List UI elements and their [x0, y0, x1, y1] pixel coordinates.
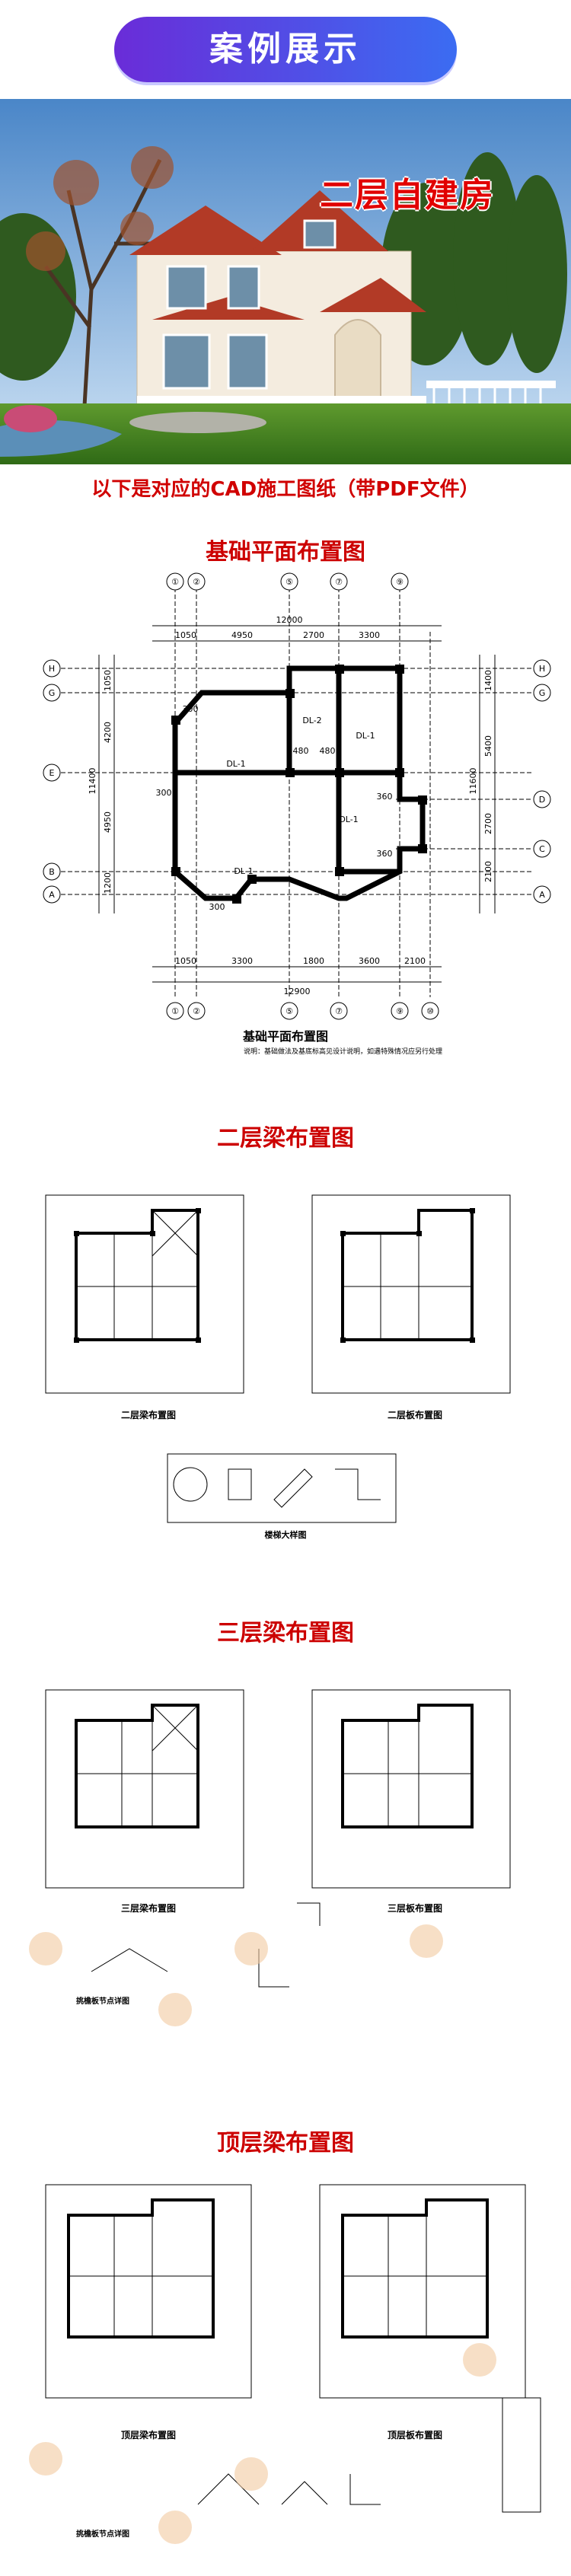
left-total-dimension: 11400 — [88, 768, 97, 795]
bottom-total-dimension: 12900 — [284, 987, 311, 996]
bottom-axis-label: ⑨ — [396, 1006, 404, 1016]
third-floor-drawing: 三层梁布置图 三层板布置图 挑檐板节点详图 — [0, 1659, 571, 2055]
right-dimension: 2100 — [483, 861, 493, 882]
third-floor-detail-title: 挑檐板节点详图 — [76, 1997, 129, 2006]
third-floor-beam-plan-title: 三层梁布置图 — [120, 1903, 176, 1914]
right-dimension: 5400 — [483, 735, 493, 757]
foundation-plan-drawing: ① ② ⑤ ⑦ ⑨ ① ② ⑤ ⑦ ⑨ ⑩ H G E B A H G D C — [0, 571, 571, 1073]
right-total-dimension: 11600 — [468, 768, 478, 795]
right-axis-label: A — [539, 890, 545, 900]
foundation-plan-svg: ① ② ⑤ ⑦ ⑨ ① ② ⑤ ⑦ ⑨ ⑩ H G E B A H G D C — [43, 572, 551, 1020]
bottom-axis-label: ⑦ — [335, 1006, 343, 1016]
wall-width-label: 480 — [320, 746, 336, 756]
beam-label: DL-1 — [356, 731, 375, 741]
left-dimension: 4950 — [103, 811, 113, 833]
top-total-dimension: 12000 — [276, 615, 303, 625]
top-dimension: 3300 — [359, 630, 380, 640]
bottom-axis-label: ⑤ — [286, 1006, 293, 1016]
third-floor-section-title: 三层梁布置图 — [217, 1620, 354, 1647]
case-showcase-banner: 案例展示 — [114, 17, 457, 82]
foundation-section-title: 基础平面布置图 — [206, 539, 365, 566]
right-axis-label: G — [539, 688, 546, 698]
top-axis-label: ⑦ — [335, 577, 343, 587]
right-dimension: 1400 — [483, 670, 493, 691]
second-floor-slab-plan-title: 二层板布置图 — [387, 1410, 442, 1420]
left-dimension: 4200 — [103, 722, 113, 743]
top-axis-label: ⑨ — [396, 577, 404, 587]
top-axis-label: ⑤ — [286, 577, 293, 587]
top-dimension: 4950 — [231, 630, 253, 640]
roof-beam-plan-title: 顶层梁布置图 — [120, 2430, 176, 2441]
bottom-dimension: 3600 — [359, 956, 380, 966]
left-axis-label: E — [49, 768, 55, 778]
foundation-drawing-title: 基础平面布置图 — [242, 1029, 328, 1044]
wall-width-label: 360 — [377, 792, 393, 802]
second-floor-svg — [45, 1194, 511, 1523]
house-illustration — [0, 99, 571, 464]
top-axis-label: ② — [193, 577, 200, 587]
second-floor-section-title: 二层梁布置图 — [217, 1125, 354, 1152]
house-type-title: 二层自建房 — [320, 176, 495, 215]
bottom-axis-label: ① — [171, 1006, 179, 1016]
bottom-axis-label: ② — [193, 1006, 200, 1016]
left-axis-label: B — [49, 867, 55, 877]
third-floor-slab-plan-title: 三层板布置图 — [387, 1903, 442, 1914]
right-dimension: 2700 — [483, 813, 493, 834]
third-floor-svg — [29, 1689, 511, 2026]
top-axis-label: ① — [171, 577, 179, 587]
top-dimension: 2700 — [303, 630, 324, 640]
roof-section-title: 顶层梁布置图 — [217, 2130, 354, 2157]
right-axis-label: H — [539, 664, 545, 674]
bottom-dimension: 1800 — [303, 956, 324, 966]
bottom-dimension: 1050 — [175, 956, 196, 966]
left-axis-label: G — [49, 688, 56, 698]
wall-width-label: 300 — [183, 704, 199, 714]
roof-drawing: 顶层梁布置图 顶层板布置图 挑檐板节点详图 — [0, 2170, 571, 2565]
roof-svg — [29, 2184, 541, 2544]
right-axis-label: C — [539, 844, 545, 854]
left-dimension: 1050 — [103, 670, 113, 691]
bottom-axis-label: ⑩ — [426, 1006, 434, 1016]
beam-label: DL-2 — [302, 716, 321, 725]
bottom-dimension: 2100 — [404, 956, 426, 966]
left-axis-label: H — [49, 664, 55, 674]
roof-detail-title: 挑檐板节点详图 — [76, 2530, 129, 2539]
foundation-note: 说明：基础做法及基底标高见设计说明，如遇特殊情况应另行处理 — [244, 1048, 443, 1056]
beam-label: DL-1 — [339, 815, 358, 824]
second-floor-detail-title: 楼梯大样图 — [264, 1530, 307, 1540]
second-floor-drawing: 二层梁布置图 二层板布置图 楼梯大样图 — [0, 1165, 571, 1561]
wall-width-label: 360 — [377, 849, 393, 859]
left-dimension: 1200 — [103, 872, 113, 894]
wall-width-label: 480 — [293, 746, 309, 756]
house-photo: 二层自建房 — [0, 99, 571, 464]
second-floor-beam-plan-title: 二层梁布置图 — [120, 1410, 176, 1420]
left-axis-label: A — [49, 890, 55, 900]
beam-label: DL-1 — [226, 759, 245, 769]
beam-label: DL-1 — [234, 866, 253, 876]
wall-width-label: 300 — [209, 902, 225, 912]
cad-drawings-subtitle: 以下是对应的CAD施工图纸（带PDF文件） — [91, 478, 480, 501]
right-axis-label: D — [539, 795, 545, 805]
roof-slab-plan-title: 顶层板布置图 — [387, 2430, 442, 2441]
wall-width-label: 300 — [156, 788, 172, 798]
top-dimension: 1050 — [175, 630, 196, 640]
bottom-dimension: 3300 — [231, 956, 253, 966]
